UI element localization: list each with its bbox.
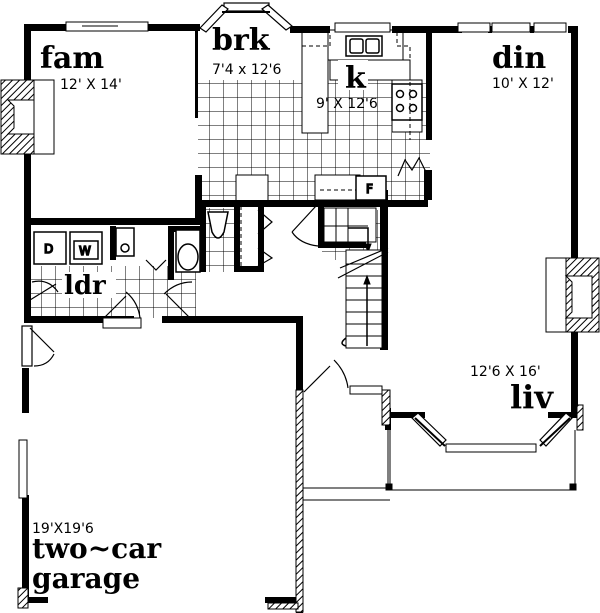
svg-text:F: F [366,182,373,196]
stairs-icon [323,207,389,349]
dryer-icon: D [33,231,67,265]
toilet-icon [207,211,229,239]
room-name-din: din [492,41,546,76]
room-dim-k: 9' X 12'6 [316,96,378,112]
room-liv: 12'6 X 16' liv [470,364,554,416]
door-swing-icon [21,205,349,393]
room-dim-liv: 12'6 X 16' [470,364,541,380]
water-heater-icon [115,227,135,257]
kitchen-dashed-lines [240,32,411,266]
fireplace-icon [545,257,600,333]
room-dim-din: 10' X 12' [492,76,554,92]
fireplace-icon [0,79,55,155]
room-brk: brk 7'4 x 12'6 [212,23,282,78]
sink-icon [345,35,383,57]
room-name-garage-line2: garage [32,562,140,595]
svg-text:D: D [44,242,53,256]
room-dim-fam: 12' X 14' [60,77,122,93]
stove-icon [391,83,423,121]
porch-outline [303,430,577,501]
washer-icon: W [69,231,103,265]
pantry-bifold-doors [257,156,427,267]
room-fam: fam 12' X 14' [40,41,122,93]
fridge-icon: F [355,175,387,201]
bay-window-icon [411,412,573,447]
room-name-ldr: ldr [64,271,106,301]
room-k: k 9' X 12'6 [316,60,378,112]
room-name-fam: fam [40,41,104,76]
room-name-k: k [345,61,367,96]
room-dim-garage: 19'X19'6 [32,521,94,537]
room-ldr: ldr [62,271,116,301]
room-dim-brk: 7'4 x 12'6 [212,62,282,78]
room-name-garage-line1: two~car [32,532,162,565]
room-din: din 10' X 12' [492,41,554,92]
toilet-icon [175,229,201,273]
windows [18,21,567,499]
room-name-liv: liv [510,378,554,416]
hatched-walls [17,389,584,613]
svg-text:W: W [79,244,91,258]
bay-window-icon [199,2,293,33]
room-name-brk: brk [212,23,271,58]
room-garage: 19'X19'6 two~car garage [32,521,162,595]
